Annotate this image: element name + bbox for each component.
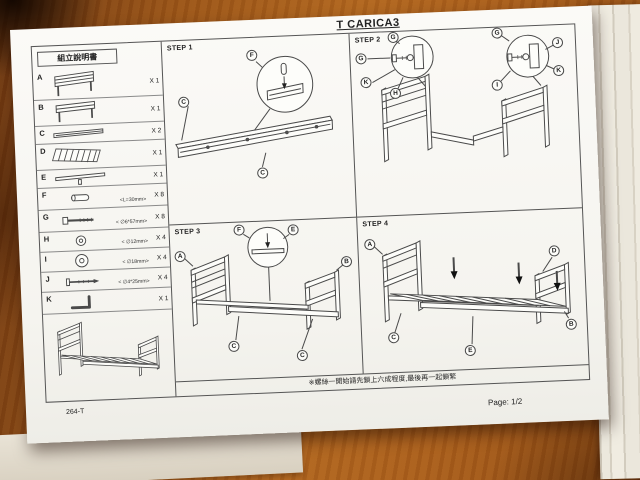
step-2-panel: STEP 2 (349, 24, 582, 218)
step3-diagram (184, 226, 345, 350)
step1-diagram (175, 55, 334, 167)
doc-label-box: 組立說明書 (36, 48, 118, 67)
parts-list: 組立說明書 A X 1 (31, 41, 177, 402)
part-row: E X 1 (36, 165, 167, 189)
part-footboard-drawing (44, 98, 111, 126)
assembled-bed-drawing (45, 310, 174, 400)
part-label: I (44, 254, 47, 264)
part-screw-drawing (51, 270, 118, 292)
part-headboard-drawing (43, 68, 110, 100)
part-qty: X 4 (157, 273, 168, 282)
part-label: F (41, 190, 47, 200)
part-qty: X 2 (151, 126, 162, 135)
part-label: H (43, 234, 50, 244)
part-spec: < ∅4*25mm> (118, 278, 150, 286)
part-row: J < ∅4*25mm> X 4 (41, 267, 171, 293)
part-slats-drawing (46, 142, 113, 170)
step4-diagram (371, 240, 571, 345)
part-qty: X 4 (156, 253, 167, 262)
part-qty: X 1 (153, 170, 164, 179)
part-label: E (41, 172, 47, 182)
part-siderail-drawing-label: C (39, 128, 45, 138)
part-qty: X 1 (150, 104, 161, 113)
part-row: I < ∅18mm> X 4 (40, 247, 171, 273)
part-bolt-drawing (49, 208, 116, 232)
part-spec: < ∅6*57mm> (115, 218, 148, 226)
part-washer-large-drawing (50, 250, 117, 272)
part-qty: X 1 (149, 76, 160, 85)
part-spec: <L=30mm> (119, 196, 147, 204)
part-qty: X 1 (152, 148, 163, 157)
part-label: K (46, 294, 52, 304)
part-label: J (45, 274, 50, 284)
part-washer-small-drawing (50, 230, 117, 252)
part-spec: < ∅12mm> (121, 238, 149, 246)
step-4-panel: STEP 4 (357, 208, 589, 375)
document-code: 264-T (65, 408, 85, 416)
part-centerbar-drawing (47, 168, 114, 188)
part-row: K X 1 (42, 287, 172, 315)
part-row: B X 1 (33, 95, 164, 128)
part-qty: X 1 (158, 294, 169, 303)
part-spec: < ∅18mm> (122, 258, 149, 266)
step-3-panel: STEP 3 (169, 217, 364, 383)
part-label: B (38, 102, 44, 112)
part-allen-key-drawing (52, 290, 119, 314)
part-row: C X 2 (35, 121, 165, 146)
part-row: F <L=30mm> X 8 (37, 183, 168, 211)
part-row: D X 1 (35, 139, 166, 171)
part-qty: X 4 (155, 233, 166, 242)
part-row: H < ∅12mm> X 4 (39, 227, 170, 253)
part-dowel-drawing (48, 186, 115, 210)
part-label: D (39, 146, 46, 156)
instruction-sheet: T CARICA3 組立說明書 A (10, 5, 609, 444)
step-1-panel: STEP 1 (161, 33, 358, 226)
part-label: A (36, 72, 43, 82)
parts-rows: A X 1 B (32, 65, 172, 315)
sheet-frame: 組立說明書 A X 1 (30, 23, 591, 403)
part-row: G < ∅6*57mm> X 8 (38, 205, 169, 233)
part-qty: X 8 (154, 190, 165, 199)
part-qty: X 8 (155, 212, 166, 221)
step2-diagram (367, 34, 555, 163)
page-number: Page: 1/2 (487, 396, 523, 408)
part-row: A X 1 (32, 65, 163, 102)
part-siderail-drawing (45, 124, 112, 144)
